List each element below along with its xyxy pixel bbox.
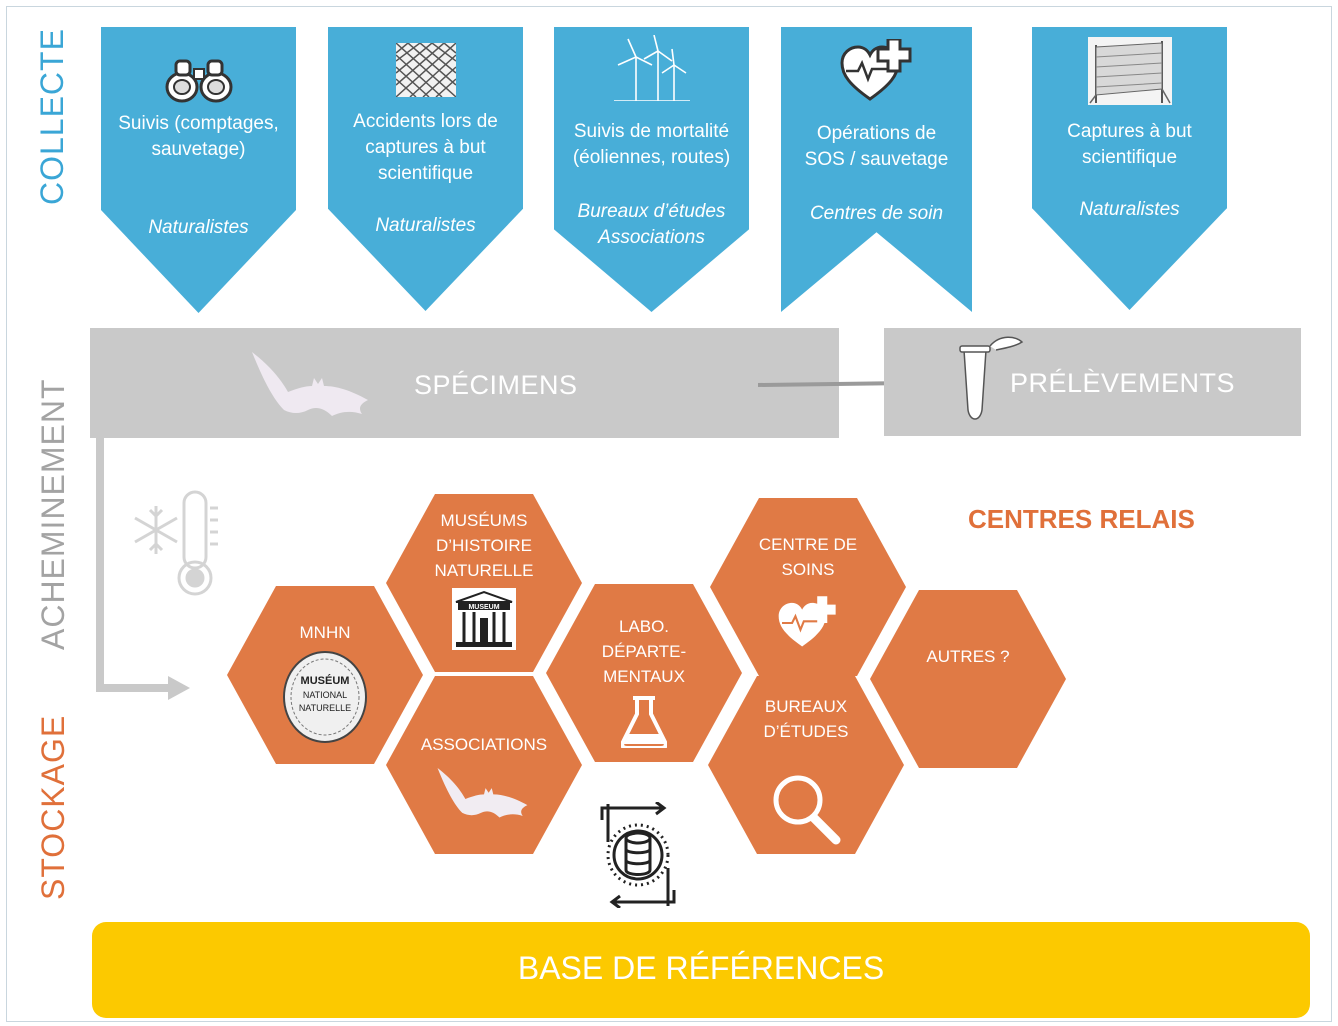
svg-text:MUSEUM: MUSEUM [468, 604, 499, 611]
hex-museums-line-1: MUSÉUMS [440, 511, 528, 530]
hex-museums-line-2: D’HISTOIRE [435, 536, 533, 555]
collecte-card-actor: Centres de soin [809, 203, 944, 224]
bat-icon [437, 768, 528, 818]
svg-text:NATURELLE: NATURELLE [299, 703, 351, 713]
collecte-card-actor: Naturalistes [1079, 199, 1180, 220]
centres-relais-title: CENTRES RELAIS [968, 504, 1195, 534]
svg-text:NATIONAL: NATIONAL [303, 690, 347, 700]
hex-labo-line-1: LABO. [618, 617, 670, 636]
collecte-card-title-2: SOS / sauvetage [804, 149, 949, 170]
hex-bureaux: BUREAUX D’ÉTUDES [708, 676, 904, 854]
bat-icon [252, 352, 368, 416]
hex-labo-line-3: MENTAUX [603, 667, 685, 686]
hex-labo: LABO. DÉPARTE- MENTAUX [546, 584, 742, 762]
hex-centre-soins-line-1: CENTRE DE [758, 535, 858, 554]
hex-mnhn-label: MNHN [299, 623, 351, 642]
collecte-label: COLLECTE [34, 28, 70, 205]
acheminement-label: ACHEMINEMENT [35, 378, 71, 650]
specimens-bar: SPÉCIMENS [90, 328, 839, 438]
collecte-card-title-2: scientifique [1081, 147, 1178, 168]
net-icon [395, 43, 456, 97]
collecte-card-actor: Naturalistes [148, 217, 249, 238]
sample-tube-icon [959, 336, 1024, 420]
collecte-card-title-2: captures à but [365, 137, 486, 158]
heart-cross-icon [778, 596, 836, 647]
hex-associations: ASSOCIATIONS [386, 676, 582, 854]
stockage-label: STOCKAGE [35, 714, 71, 900]
hex-autres-label: AUTRES ? [926, 647, 1010, 666]
collecte-card-title-2: (éoliennes, routes) [572, 147, 731, 168]
svg-text:MUSÉUM: MUSÉUM [301, 674, 350, 687]
arrow-to-stockage [96, 438, 190, 700]
specimens-label: SPÉCIMENS [414, 370, 578, 400]
database-sync-icon [600, 802, 676, 908]
collecte-card-title-1: Suivis de mortalité [573, 121, 730, 142]
frame-border [6, 6, 1332, 1022]
collecte-card-title-1: Opérations de [816, 123, 937, 144]
binoculars-icon [165, 59, 232, 103]
heart-cross-icon [839, 39, 911, 101]
mist-net-icon [1087, 37, 1172, 105]
flask-icon [621, 696, 667, 748]
hex-bureaux-line-1: BUREAUX [764, 697, 848, 716]
collecte-card-actor-1: Bureaux d’études [577, 201, 726, 222]
snowflake-thermometer-icon [134, 490, 218, 596]
collecte-card-title-1: Accidents lors de [353, 111, 498, 132]
hex-labo-line-2: DÉPARTE- [601, 642, 687, 661]
hex-museums: MUSÉUMS D’HISTOIRE NATURELLE MUSEUM [386, 494, 582, 672]
collecte-card-accidents: Accidents lors de captures à but scienti… [328, 27, 523, 311]
museum-building-icon: MUSEUM [452, 588, 516, 650]
wind-turbine-icon [613, 35, 690, 101]
hex-centre-soins-line-2: SOINS [781, 560, 835, 579]
magnifier-icon [773, 775, 841, 845]
collecte-card-title-1: Captures à but [1067, 121, 1192, 142]
hex-museums-line-3: NATURELLE [434, 561, 534, 580]
collecte-card-title-3: scientifique [377, 163, 474, 184]
mnhn-logo-icon: MUSÉUM NATIONAL NATURELLE [283, 651, 367, 743]
collecte-card-title-2: sauvetage) [151, 139, 246, 160]
collecte-card-actor-2: Associations [598, 227, 705, 248]
prelevements-label: PRÉLÈVEMENTS [1010, 368, 1236, 398]
prelevements-bar: PRÉLÈVEMENTS [884, 328, 1301, 436]
base-references: BASE DE RÉFÉRENCES [92, 922, 1310, 1018]
hex-mnhn: MNHN MUSÉUM NATIONAL NATURELLE [227, 586, 423, 764]
hex-centre-soins: CENTRE DE SOINS [710, 498, 906, 676]
hex-bureaux-line-2: D’ÉTUDES [763, 722, 849, 741]
hex-associations-label: ASSOCIATIONS [420, 735, 548, 754]
collecte-card-actor: Naturalistes [375, 215, 476, 236]
collecte-card-title-1: Suivis (comptages, [118, 113, 279, 134]
base-references-label: BASE DE RÉFÉRENCES [517, 950, 885, 986]
